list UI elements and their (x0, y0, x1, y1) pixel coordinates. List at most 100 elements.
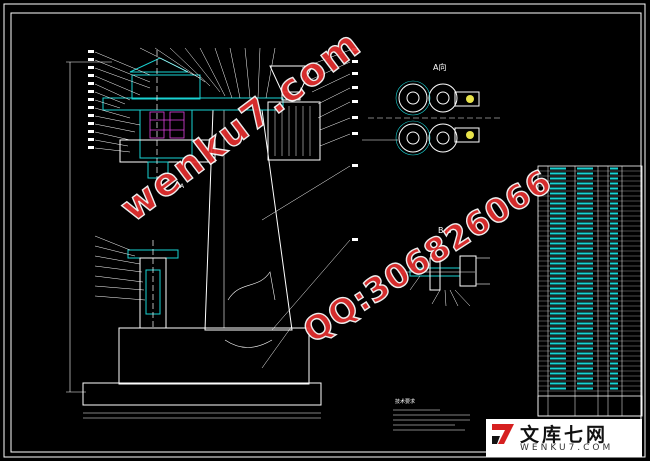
bom-cell-text (610, 322, 618, 325)
brand-logo[interactable]: 文库七网 WENKU7.COM (486, 419, 642, 457)
bom-cell-text (577, 247, 593, 250)
bom-cell-text (550, 317, 566, 320)
bom-cell-text (577, 352, 593, 355)
bom-cell-text (577, 197, 593, 200)
bom-cell-text (610, 267, 618, 270)
bom-cell-text (577, 217, 593, 220)
bom-cell-text (610, 362, 618, 365)
bom-cell-text (550, 197, 566, 200)
bom-cell-text (610, 187, 618, 190)
bom-cell-text (550, 382, 566, 385)
parts-list-table (537, 165, 643, 417)
bom-cell-text (610, 202, 618, 205)
bom-cell-text (610, 312, 618, 315)
sheet-border-inner (10, 12, 642, 453)
bom-cell-text (550, 177, 566, 180)
bom-cell-text (550, 202, 566, 205)
bom-cell-text (610, 372, 618, 375)
bom-cell-text (610, 192, 618, 195)
bom-cell-text (610, 377, 618, 380)
bom-cell-text (610, 272, 618, 275)
bom-cell-text (610, 252, 618, 255)
machine-assembly (66, 47, 358, 419)
bom-cell-text (577, 332, 593, 335)
bom-cell-text (577, 192, 593, 195)
bom-cell-text (550, 282, 566, 285)
bom-cell-text (577, 167, 593, 170)
section-b-b (398, 255, 490, 307)
bom-cell-text (550, 277, 566, 280)
bom-cell-text (577, 347, 593, 350)
bom-cell-text (610, 297, 618, 300)
bom-cell-text (577, 202, 593, 205)
bom-cell-text (577, 187, 593, 190)
bom-cell-text (550, 262, 566, 265)
bom-cell-text (550, 187, 566, 190)
view-mark-a: A (180, 183, 185, 190)
bom-cell-text (610, 167, 618, 170)
motor (267, 101, 321, 161)
bom-cell-text (577, 207, 593, 210)
bom-cell-text (550, 257, 566, 260)
bom-cell-text (550, 352, 566, 355)
bom-cell-text (610, 212, 618, 215)
bom-cell-text (550, 242, 566, 245)
bom-cell-text (577, 377, 593, 380)
bom-cell-text (577, 307, 593, 310)
bom-cell-text (610, 337, 618, 340)
bom-cell-text (550, 372, 566, 375)
bom-cell-text (577, 227, 593, 230)
bom-cell-text (577, 232, 593, 235)
technical-notes (393, 409, 470, 431)
notes-title: 技术要求 (395, 398, 415, 405)
bom-cell-text (577, 242, 593, 245)
bom-cell-text (610, 172, 618, 175)
view-a-label: A向 (433, 62, 446, 72)
bom-cell-text (550, 302, 566, 305)
bom-cell-text (550, 387, 566, 390)
bom-cell-text (577, 312, 593, 315)
bom-cell-text (577, 172, 593, 175)
bom-cell-text (577, 292, 593, 295)
bom-cell-text (550, 297, 566, 300)
bom-cell-text (610, 332, 618, 335)
bom-cell-text (610, 357, 618, 360)
bom-cell-text (550, 292, 566, 295)
bom-cell-text (550, 332, 566, 335)
brand-chinese-name: 文库七网 (520, 424, 609, 446)
sheet-border-outer (3, 3, 646, 458)
bom-cell-text (577, 302, 593, 305)
bom-cell-text (577, 267, 593, 270)
bom-cell-text (610, 317, 618, 320)
bom-cell-text (577, 182, 593, 185)
bom-cell-text (577, 257, 593, 260)
bom-cell-text (577, 297, 593, 300)
bom-cell-text (550, 362, 566, 365)
bom-cell-text (610, 347, 618, 350)
bom-cell-text (550, 207, 566, 210)
bom-cell-text (577, 272, 593, 275)
bom-cell-text (610, 222, 618, 225)
bom-cell-text (577, 282, 593, 285)
head-housing (102, 97, 284, 111)
bom-cell-text (577, 342, 593, 345)
brand-logo-icon (492, 424, 514, 444)
bom-cell-text (577, 262, 593, 265)
bom-cell-text (550, 172, 566, 175)
bom-cell-text (550, 342, 566, 345)
bom-cell-text (610, 182, 618, 185)
bom-cell-text (577, 237, 593, 240)
bom-cell-text (550, 192, 566, 195)
bom-cell-text (550, 327, 566, 330)
bom-cell-text (610, 257, 618, 260)
bom-cell-text (610, 227, 618, 230)
bom-cell-text (577, 382, 593, 385)
bom-cell-text (550, 212, 566, 215)
bom-cell-text (577, 212, 593, 215)
bom-cell-text (610, 342, 618, 345)
bom-cell-text (610, 197, 618, 200)
bom-cell-text (577, 317, 593, 320)
bom-cell-text (610, 277, 618, 280)
base-plate (82, 382, 322, 406)
